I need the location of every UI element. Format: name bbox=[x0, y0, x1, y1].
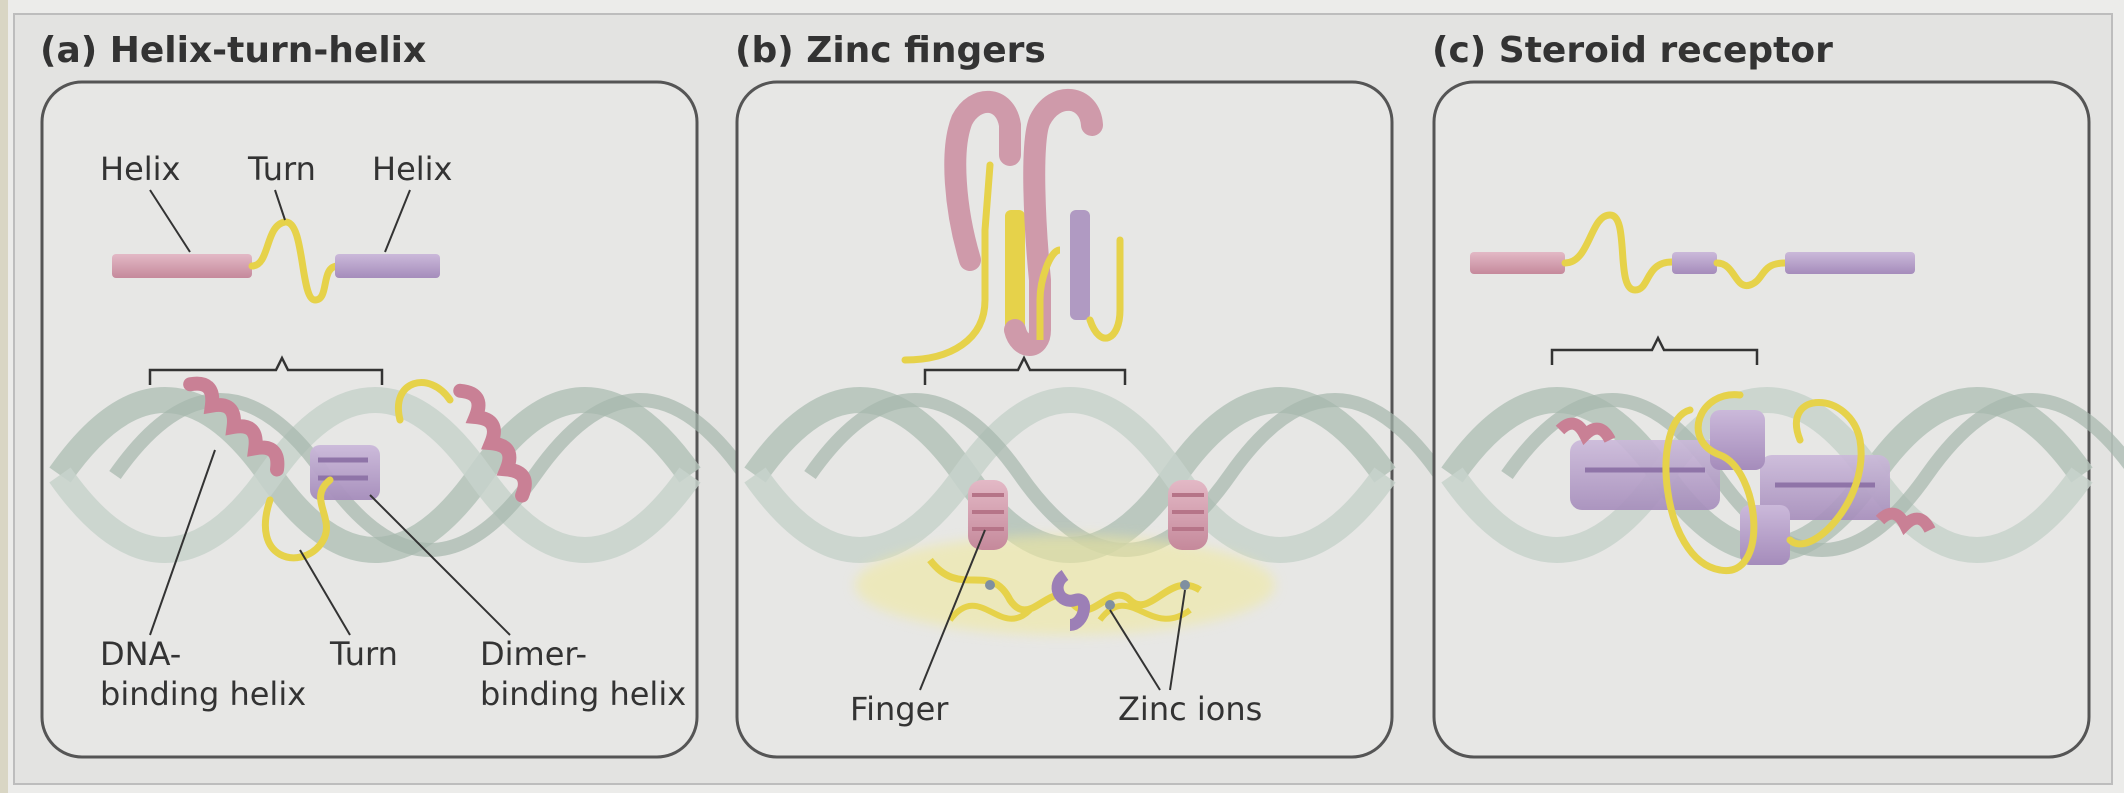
label-zinc-ions: Zinc ions bbox=[1118, 690, 1262, 728]
panel-c: (c) Steroid receptor bbox=[1432, 30, 2124, 757]
panel-c-title: (c) Steroid receptor bbox=[1432, 30, 1833, 71]
label-dna-binding-2: binding helix bbox=[100, 675, 306, 713]
panel-a: (a) Helix-turn-helix Helix Turn Helix DN… bbox=[40, 30, 745, 757]
label-dna-binding-1: DNA- bbox=[100, 635, 181, 673]
panel-a-title: (a) Helix-turn-helix bbox=[40, 30, 426, 71]
panel-b: (b) Zinc fingers Finger bbox=[735, 30, 1440, 757]
label-finger: Finger bbox=[850, 690, 949, 728]
steroid-purple-bar-1 bbox=[1672, 252, 1717, 274]
label-dimer-binding-1: Dimer- bbox=[480, 635, 587, 673]
label-turn-bottom: Turn bbox=[329, 635, 398, 673]
helix-left-bar bbox=[112, 254, 252, 278]
steroid-pink-bar bbox=[1470, 252, 1565, 274]
page-edge bbox=[0, 0, 8, 793]
label-helix-right: Helix bbox=[372, 150, 452, 188]
helix-right-bar bbox=[335, 254, 440, 278]
panel-b-title: (b) Zinc fingers bbox=[735, 30, 1046, 71]
label-dimer-binding-2: binding helix bbox=[480, 675, 686, 713]
label-helix-left: Helix bbox=[100, 150, 180, 188]
label-turn-top: Turn bbox=[247, 150, 316, 188]
steroid-purple-bar-2 bbox=[1785, 252, 1915, 274]
